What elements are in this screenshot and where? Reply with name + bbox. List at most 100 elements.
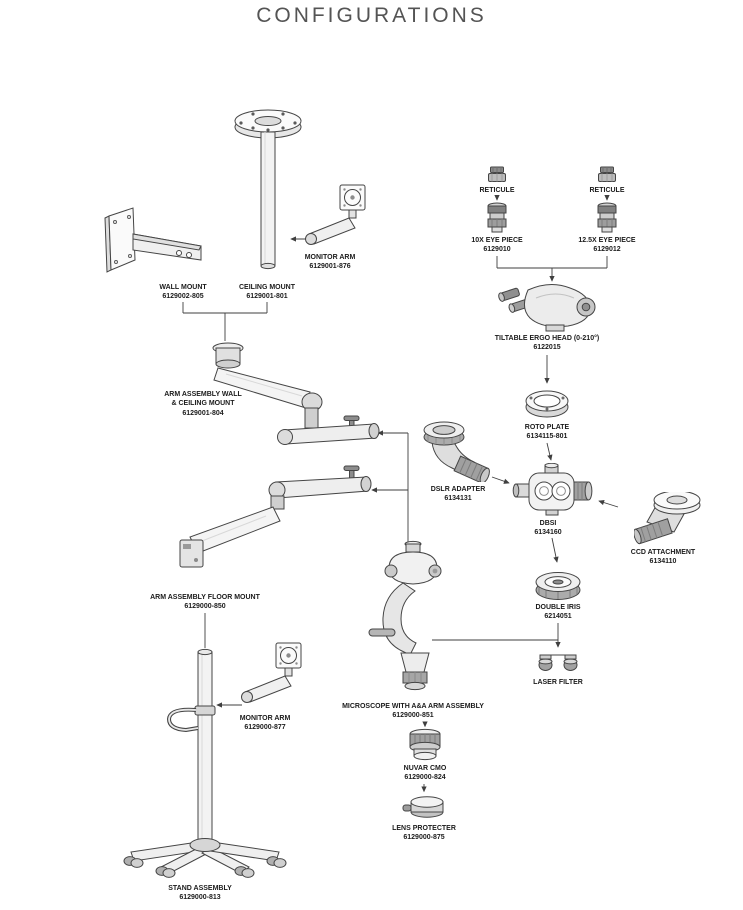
roto-plate-label: ROTO PLATE 6134115-801 — [525, 423, 569, 442]
arrow-dslr-to-dbsi — [491, 476, 510, 484]
ceiling-mount-figure — [226, 106, 310, 278]
dslr-adapter-part-number: 6134131 — [444, 495, 472, 503]
eyepiece-10x-label: 10X EYE PIECE 6129010 — [471, 236, 522, 255]
monitor-arm-top-illustration — [305, 184, 366, 245]
reticule-right-label: RETICULE — [590, 186, 625, 195]
lens-protecter-figure — [402, 794, 446, 822]
wall-mount-illustration — [104, 207, 202, 273]
dslr-adapter-name: DSLR ADAPTER — [430, 486, 486, 493]
ergo-head-name: TILTABLE ERGO HEAD (0-210°) — [494, 335, 600, 342]
eyepiece-10x-name: 10X EYE PIECE — [471, 237, 523, 244]
stand-name: STAND ASSEMBLY — [168, 885, 232, 892]
microscope-figure — [368, 538, 456, 704]
arm-floor-part-number: 6129000-850 — [184, 603, 226, 611]
dslr-adapter-label: DSLR ADAPTER 6134131 — [431, 485, 486, 504]
arrow-dbsi-to-iris — [551, 537, 559, 563]
eyepiece-125x-illustration — [597, 202, 617, 233]
ergo-head-figure — [498, 280, 602, 332]
monitor-arm-floor-figure — [236, 640, 304, 710]
eyepiece-125x-label: 12.5X EYE PIECE 6129012 — [578, 236, 635, 255]
reticule-right-name: RETICULE — [589, 187, 625, 194]
reticule-right-figure — [597, 166, 617, 183]
wall-mount-label: WALL MOUNT 6129002-805 — [159, 283, 206, 302]
double-iris-figure — [534, 566, 582, 602]
arm-wall-part-number: 6129001-804 — [182, 409, 224, 417]
nuvar-figure — [404, 728, 446, 762]
reticule-right-illustration — [598, 166, 616, 182]
ceiling-mount-name: CEILING MOUNT — [239, 284, 295, 291]
wall-mount-figure — [103, 206, 205, 280]
nuvar-illustration — [409, 728, 441, 761]
eyepiece-125x-figure — [596, 202, 618, 234]
dbsi-name: DBSI — [539, 520, 557, 527]
ccd-attachment-label: CCD ATTACHMENT 6134110 — [631, 548, 695, 567]
microscope-part-number: 6129000-851 — [392, 712, 434, 720]
ccd-attachment-name: CCD ATTACHMENT — [630, 549, 696, 556]
lens-protecter-part-number: 6129000-875 — [403, 834, 445, 842]
nuvar-name: NUVAR CMO — [403, 765, 447, 772]
lens-protecter-illustration — [402, 796, 444, 818]
arm-wall-name: ARM ASSEMBLY WALL & CEILING MOUNT — [164, 391, 242, 408]
dslr-adapter-illustration — [423, 421, 490, 482]
laser-filter-illustration — [538, 654, 578, 671]
arm-wall-illustration — [212, 342, 380, 445]
ceiling-mount-label: CEILING MOUNT 6129001-801 — [239, 283, 295, 302]
reticule-left-figure — [487, 166, 507, 183]
double-iris-label: DOUBLE IRIS 6214051 — [535, 603, 580, 622]
double-iris-name: DOUBLE IRIS — [535, 604, 581, 611]
ceiling-mount-illustration — [234, 109, 302, 270]
ceiling-mount-part-number: 6129001-801 — [246, 293, 288, 301]
ergo-head-illustration — [498, 284, 596, 332]
lens-protecter-label: LENS PROTECTER 6129000-875 — [392, 824, 456, 843]
reticule-left-illustration — [488, 166, 506, 182]
microscope-label: MICROSCOPE WITH A&A ARM ASSEMBLY 6129000… — [342, 702, 484, 721]
double-iris-illustration — [535, 572, 581, 600]
ccd-attachment-part-number: 6134110 — [649, 558, 677, 566]
eyepiece-125x-name: 12.5X EYE PIECE — [578, 237, 636, 244]
dbsi-illustration — [512, 463, 593, 516]
stand-part-number: 6129000-813 — [179, 894, 221, 902]
roto-plate-figure — [524, 386, 570, 420]
nuvar-label: NUVAR CMO 6129000-824 — [404, 764, 447, 783]
arm-floor-label: ARM ASSEMBLY FLOOR MOUNT 6129000-850 — [150, 593, 260, 612]
arm-wall-figure — [206, 340, 382, 456]
monitor-arm-floor-name: MONITOR ARM — [239, 715, 291, 722]
arrow-ccd-to-dbsi — [598, 499, 619, 508]
dbsi-label: DBSI 6134160 — [534, 519, 561, 538]
stand-label: STAND ASSEMBLY 6129000-813 — [168, 884, 232, 903]
dbsi-part-number: 6134160 — [534, 529, 562, 537]
eyepiece-10x-illustration — [487, 202, 507, 233]
connector-group — [182, 194, 619, 793]
stand-illustration — [123, 648, 287, 878]
monitor-arm-floor-part-number: 6129000-877 — [244, 724, 286, 732]
monitor-arm-top-label: MONITOR ARM 6129001-876 — [305, 253, 356, 272]
page-title: CONFIGURATIONS — [256, 4, 487, 27]
roto-plate-part-number: 6134115-801 — [526, 433, 568, 441]
reticule-left-label: RETICULE — [480, 186, 515, 195]
eyepiece-125x-part-number: 6129012 — [593, 246, 621, 254]
roto-plate-illustration — [525, 390, 569, 418]
laser-filter-name: LASER FILTER — [533, 679, 583, 686]
eyepiece-10x-figure — [486, 202, 508, 234]
ergo-head-part-number: 6122015 — [533, 344, 561, 352]
lens-protecter-name: LENS PROTECTER — [392, 825, 456, 832]
roto-plate-name: ROTO PLATE — [524, 424, 570, 431]
microscope-illustration — [368, 540, 442, 691]
ccd-attachment-figure — [634, 492, 704, 546]
arm-wall-label: ARM ASSEMBLY WALL & CEILING MOUNT 612900… — [162, 390, 244, 418]
dbsi-figure — [506, 463, 594, 517]
nuvar-part-number: 6129000-824 — [404, 774, 446, 782]
monitor-arm-top-name: MONITOR ARM — [304, 254, 356, 261]
monitor-arm-top-figure — [300, 182, 368, 252]
arm-floor-name: ARM ASSEMBLY FLOOR MOUNT — [150, 594, 260, 601]
laser-filter-label: LASER FILTER — [533, 678, 583, 687]
arm-floor-illustration — [179, 465, 372, 568]
arm-floor-figure — [176, 460, 376, 572]
dslr-adapter-figure — [416, 418, 494, 482]
wall-mount-name: WALL MOUNT — [159, 284, 207, 291]
monitor-arm-top-part-number: 6129001-876 — [309, 263, 351, 271]
stand-figure — [118, 646, 290, 878]
eyepiece-10x-part-number: 6129010 — [483, 246, 511, 254]
ergo-head-label: TILTABLE ERGO HEAD (0-210°) 6122015 — [495, 334, 599, 353]
